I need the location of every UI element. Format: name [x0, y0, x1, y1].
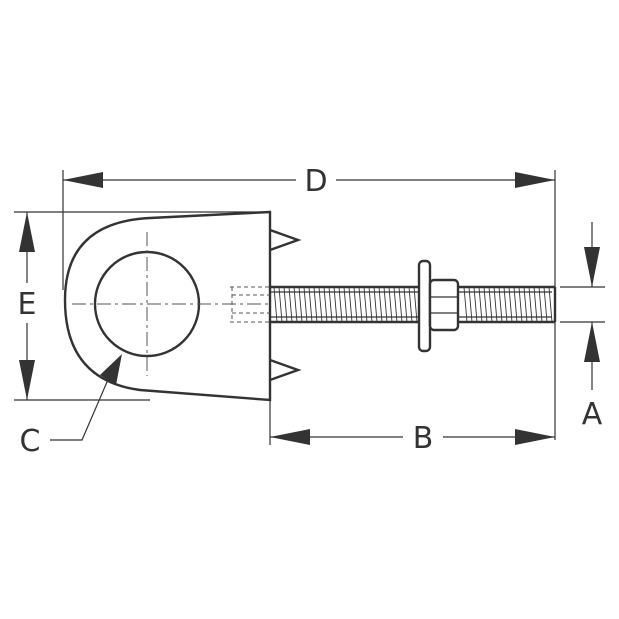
- thread-crest: [508, 286, 513, 323]
- thread-crest: [328, 286, 333, 323]
- thread-crest: [518, 286, 523, 323]
- thread-crest: [303, 286, 308, 323]
- thread-crest: [463, 286, 468, 323]
- thread-crest: [533, 286, 538, 323]
- thread-crest: [323, 286, 328, 323]
- thread-crest: [478, 286, 483, 323]
- thread-crest: [523, 286, 528, 323]
- thread-crest: [333, 286, 338, 323]
- thread-crest: [538, 286, 543, 323]
- spike-top: [269, 228, 302, 252]
- thread-crest: [488, 286, 493, 323]
- thread-crest: [338, 286, 343, 323]
- thread-crest: [408, 286, 413, 323]
- leader-c-line: [50, 374, 111, 441]
- thread-crest: [288, 286, 293, 323]
- thread-crest: [283, 286, 288, 323]
- label-e: E: [18, 287, 37, 322]
- thread-crest: [273, 286, 278, 323]
- thread-crest: [513, 286, 518, 323]
- washer: [417, 259, 432, 353]
- dimension-d-arrow-left: [63, 172, 103, 188]
- washer-and-nut: [417, 259, 460, 353]
- thread-crest: [293, 286, 298, 323]
- spike-bottom: [269, 358, 302, 382]
- thread-crest: [473, 286, 478, 323]
- thread-crest: [343, 286, 348, 323]
- label-b: B: [413, 421, 434, 456]
- dimension-e: E: [14, 211, 270, 401]
- dimension-e-arrow-top: [19, 212, 35, 252]
- thread-crest: [393, 286, 398, 323]
- thread-crest: [498, 286, 503, 323]
- thread-crest: [403, 286, 408, 323]
- thread-crest: [363, 286, 368, 323]
- dimension-d-arrow-right: [515, 172, 555, 188]
- thread-crest: [358, 286, 363, 323]
- nut: [428, 278, 460, 332]
- thread-crest: [353, 286, 358, 323]
- thread-crest: [483, 286, 488, 323]
- thread-crest: [493, 286, 498, 323]
- threaded-shank: [270, 285, 557, 324]
- thread-crest: [313, 286, 318, 323]
- thread-crest: [373, 286, 378, 323]
- thread-crest: [528, 286, 533, 323]
- thread-crest: [278, 286, 283, 323]
- dimension-b: B: [269, 400, 555, 456]
- dimension-d: D: [62, 164, 556, 440]
- thread-crest: [298, 286, 303, 323]
- leader-c-arrow: [100, 354, 122, 385]
- eye-body: [63, 210, 302, 402]
- thread-crest: [503, 286, 508, 323]
- thread-crest: [543, 286, 548, 323]
- thread-lines: [273, 286, 553, 323]
- thread-crest: [378, 286, 383, 323]
- thread-crest: [548, 286, 553, 323]
- dimension-a: A: [560, 222, 605, 432]
- label-d: D: [304, 164, 327, 199]
- thread-crest: [398, 286, 403, 323]
- thread-crest: [318, 286, 323, 323]
- thread-crest: [413, 286, 418, 323]
- thread-crest: [368, 286, 373, 323]
- thread-crest: [388, 286, 393, 323]
- label-a: A: [582, 397, 603, 432]
- dimension-e-arrow-bottom: [19, 360, 35, 400]
- thread-crest: [383, 286, 388, 323]
- thread-crest: [348, 286, 353, 323]
- thread-crest: [468, 286, 473, 323]
- label-c: C: [20, 424, 41, 459]
- dimension-a-arrow-top: [584, 247, 600, 287]
- thread-crest: [308, 286, 313, 323]
- leader-c: C: [20, 354, 122, 459]
- dimension-b-arrow-right: [515, 429, 555, 445]
- dimension-b-arrow-left: [270, 429, 310, 445]
- dimension-a-arrow-bottom: [584, 322, 600, 362]
